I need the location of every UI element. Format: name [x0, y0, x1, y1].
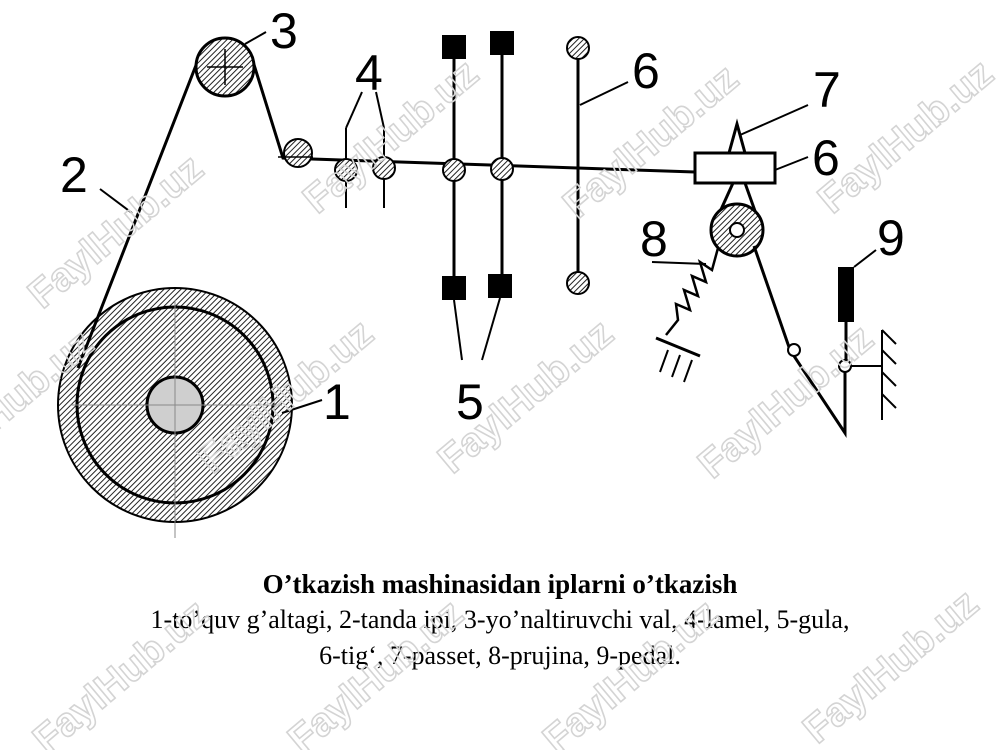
- threading-diagram: 1 2 3 4 5 6 6 7 8 9: [57, 3, 905, 538]
- label-6-holder: 6: [812, 130, 840, 186]
- spring: [651, 247, 720, 383]
- reed: [566, 36, 629, 295]
- warp-beam: [57, 287, 293, 538]
- caption-legend-line-1: 1-to’quv g’altagi, 2-tanda ipi, 3-yo’nal…: [150, 605, 850, 634]
- label-4: 4: [355, 45, 383, 101]
- guide-roller: [194, 36, 256, 98]
- label-2: 2: [60, 147, 88, 203]
- label-1: 1: [323, 374, 351, 430]
- label-7: 7: [813, 62, 841, 118]
- label-9: 9: [877, 210, 905, 266]
- caption-title: O’tkazish mashinasidan iplarni o’tkazish: [262, 569, 738, 599]
- caption: O’tkazish mashinasidan iplarni o’tkazish…: [0, 560, 1000, 674]
- pulley: [709, 182, 765, 258]
- label-8: 8: [640, 211, 668, 267]
- reed-holder: [693, 151, 809, 185]
- label-6-reed: 6: [632, 43, 660, 99]
- label-5: 5: [456, 374, 484, 430]
- passer-hook: [727, 104, 809, 154]
- pedal: [838, 249, 877, 360]
- drop-wires: [334, 91, 396, 208]
- small-guide-roller: [278, 138, 313, 168]
- label-3: 3: [270, 3, 298, 59]
- healds: [442, 31, 514, 361]
- caption-legend-line-2: 6-tig‘, 7-passet, 8-prujina, 9-pedal.: [319, 641, 681, 670]
- pedal-linkage: [752, 245, 897, 438]
